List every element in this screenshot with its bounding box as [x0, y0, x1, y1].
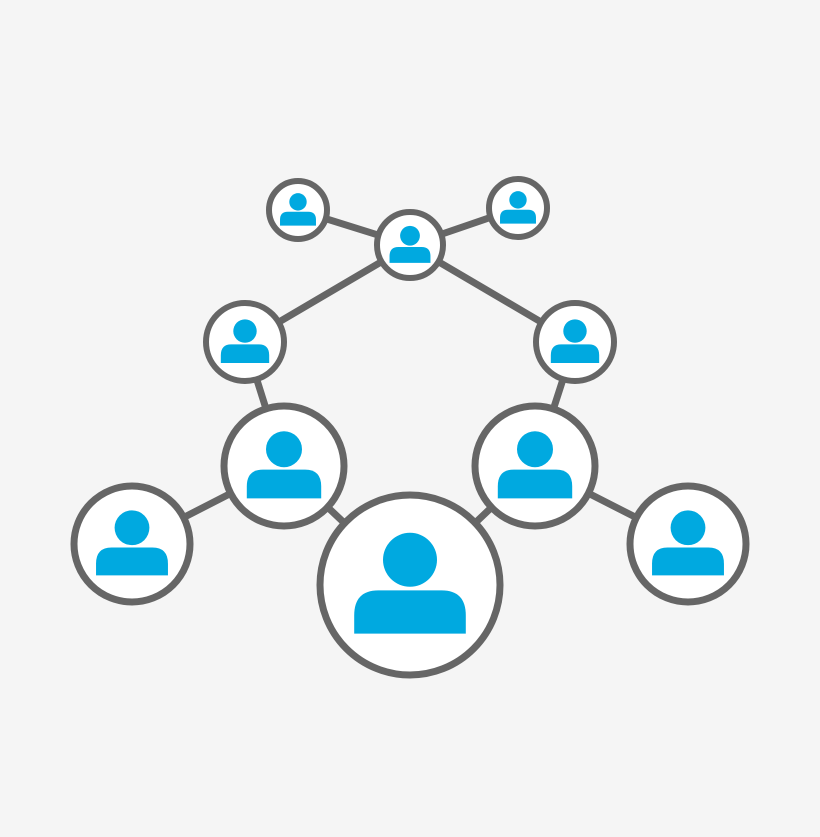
user-icon [652, 510, 724, 576]
user-icon-body [497, 469, 573, 499]
user-icon-head [233, 319, 257, 343]
user-icon [389, 225, 431, 263]
person-node-top-left [266, 178, 330, 242]
user-icon [246, 431, 322, 499]
user-icon-body [550, 344, 600, 364]
user-icon-body [280, 211, 316, 226]
user-icon-head [266, 431, 302, 468]
person-node-mid-left [203, 300, 287, 384]
user-icon-body [246, 469, 322, 499]
person-nodes [70, 176, 750, 679]
user-icon-body [500, 209, 536, 224]
person-node-top-center [374, 209, 446, 281]
person-node-inner-right [471, 402, 599, 530]
person-node-outer-right [626, 482, 750, 606]
user-icon [550, 319, 600, 364]
person-node-bottom-center [316, 491, 504, 679]
person-node-inner-left [220, 402, 348, 530]
user-icon-head [517, 431, 553, 468]
person-node-mid-right [533, 300, 617, 384]
user-icon-head [563, 319, 587, 343]
user-icon-head [670, 510, 706, 546]
user-icon-head [114, 510, 150, 546]
user-icon-body [96, 547, 168, 576]
user-icon-body [389, 246, 431, 263]
user-icon [96, 510, 168, 576]
person-node-outer-left [70, 482, 194, 606]
user-icon [220, 319, 270, 364]
user-icon [500, 191, 536, 224]
user-icon-body [354, 590, 466, 634]
user-icon [497, 431, 573, 499]
user-icon-head [289, 193, 307, 211]
user-icon-head [400, 225, 420, 246]
person-node-top-right [486, 176, 550, 240]
user-icon-head [509, 191, 527, 209]
user-icon [280, 193, 316, 226]
user-icon [354, 532, 466, 634]
user-icon-body [652, 547, 724, 576]
user-icon-body [220, 344, 270, 364]
user-icon-head [383, 532, 437, 587]
